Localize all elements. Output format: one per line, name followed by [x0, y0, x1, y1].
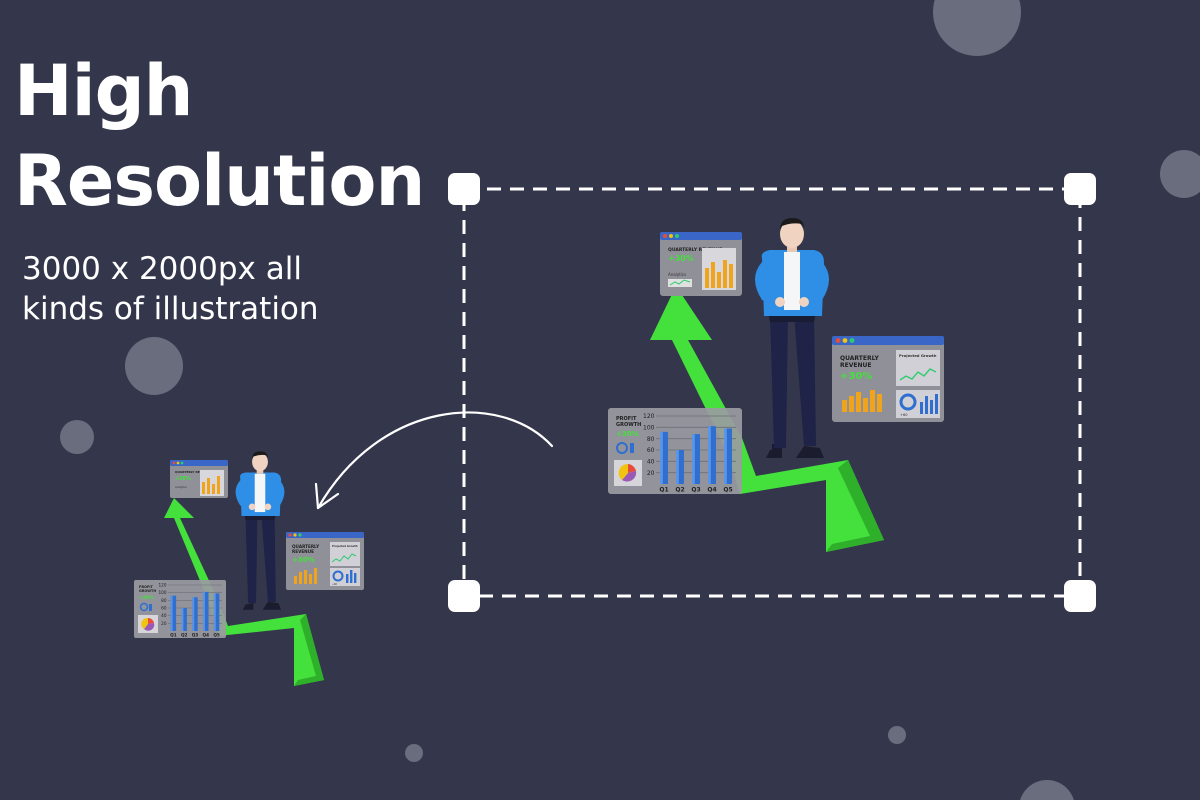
x-tick-label: Q1 [659, 487, 668, 494]
card-title: QUARTERLY [840, 355, 879, 362]
y-tick-label: 60 [647, 447, 655, 454]
y-tick-label: 100 [643, 424, 655, 431]
card-footer: Analytics [668, 272, 686, 277]
x-tick-label: Q3 [192, 633, 199, 638]
card-title: GROWTH [616, 422, 641, 428]
large-illustration: QUARTERLY REVENUE +30% Analytics QUARTER… [608, 218, 944, 552]
card-title: QUARTERLY [292, 544, 320, 549]
x-tick-label: Q5 [723, 487, 732, 494]
bar [170, 595, 177, 631]
card-value: +30% [668, 254, 694, 263]
bar [724, 428, 732, 484]
y-tick-label: 60 [161, 605, 167, 610]
decor-circle [1020, 780, 1074, 800]
bar-highlight [181, 608, 184, 631]
card-side-title: Projected Growth [899, 353, 937, 358]
revenue-card-right: QUARTERLY REVENUE +30% Projected Growth … [832, 336, 944, 422]
selection-frame [448, 173, 1096, 612]
x-tick-label: Q2 [675, 487, 684, 494]
y-tick-label: 100 [159, 590, 167, 595]
bar [676, 450, 684, 484]
decor-circle [933, 0, 1021, 56]
businessman-character [235, 451, 285, 610]
x-tick-label: Q1 [170, 633, 177, 638]
card-title: REVENUE [292, 549, 314, 554]
card-small-value: +60 [332, 583, 338, 586]
y-tick-label: 40 [647, 458, 655, 465]
decor-circle [60, 420, 94, 454]
card-footer: Analytics [175, 485, 187, 489]
small-illustration: QUARTERLY REVENUE +30% Analytics QUARTER… [134, 451, 364, 686]
y-tick-label: 40 [161, 613, 167, 618]
subtext-line-2: kinds of illustration [22, 291, 319, 327]
decor-circle [1160, 150, 1200, 198]
bar [181, 608, 187, 631]
resize-handle-top-left[interactable] [448, 173, 480, 205]
card-value: +30% [616, 430, 639, 438]
decor-circle [125, 337, 183, 395]
revenue-card-top: QUARTERLY REVENUE +30% Analytics [170, 460, 228, 498]
card-title: QUARTERLY REVENUE [175, 470, 211, 474]
y-tick-label: 80 [647, 436, 655, 443]
bar-highlight [660, 431, 663, 484]
headline-line-1: High [14, 50, 194, 132]
y-tick-label: 120 [159, 582, 167, 587]
card-title: REVENUE [840, 362, 871, 369]
bar-highlight [708, 426, 711, 484]
card-title: QUARTERLY REVENUE [668, 247, 722, 253]
x-tick-label: Q3 [691, 487, 700, 494]
bar [692, 434, 700, 484]
y-tick-label: 80 [161, 598, 167, 603]
bar-highlight [213, 593, 216, 631]
y-tick-label: 120 [643, 413, 655, 420]
resize-handle-top-right[interactable] [1064, 173, 1096, 205]
bar-highlight [203, 591, 205, 631]
bar-highlight [692, 434, 695, 484]
growth-arrow-icon [650, 286, 884, 552]
card-value: +30% [175, 476, 191, 482]
x-tick-label: Q4 [707, 487, 716, 494]
card-value: +30% [139, 595, 154, 601]
subtext-line-1: 3000 x 2000px all [22, 251, 302, 287]
card-side-title: Projected Growth [332, 544, 358, 548]
businessman-character [755, 218, 829, 458]
revenue-card-right: QUARTERLY REVENUE +30% Projected Growth … [286, 532, 364, 590]
y-tick-label: 20 [161, 621, 167, 626]
bar [708, 426, 716, 484]
card-value: +30% [292, 556, 315, 564]
card-value: +30% [840, 371, 872, 382]
bar-highlight [676, 450, 679, 484]
growth-arrow-icon [164, 498, 324, 686]
bar [213, 593, 220, 631]
x-tick-label: Q2 [181, 633, 188, 638]
card-title: PROFIT [616, 416, 637, 422]
resize-handle-bottom-left[interactable] [448, 580, 480, 612]
bar-highlight [192, 597, 195, 631]
x-tick-label: Q5 [213, 633, 220, 638]
revenue-card-top: QUARTERLY REVENUE +30% Analytics [660, 232, 742, 296]
card-small-value: +60 [900, 413, 908, 417]
resize-handle-bottom-right[interactable] [1064, 580, 1096, 612]
bar-highlight [724, 428, 727, 484]
y-tick-label: 20 [647, 470, 655, 477]
x-tick-label: Q4 [203, 633, 210, 638]
bar-highlight [170, 595, 173, 631]
curved-arrow-icon [314, 411, 554, 510]
bar [192, 597, 198, 631]
decor-circle [405, 744, 423, 762]
bar [203, 591, 209, 631]
bar [660, 431, 668, 484]
decor-circle [888, 726, 906, 744]
card-title: PROFIT [139, 585, 154, 589]
headline-line-2: Resolution [14, 140, 425, 222]
card-title: GROWTH [139, 589, 156, 593]
